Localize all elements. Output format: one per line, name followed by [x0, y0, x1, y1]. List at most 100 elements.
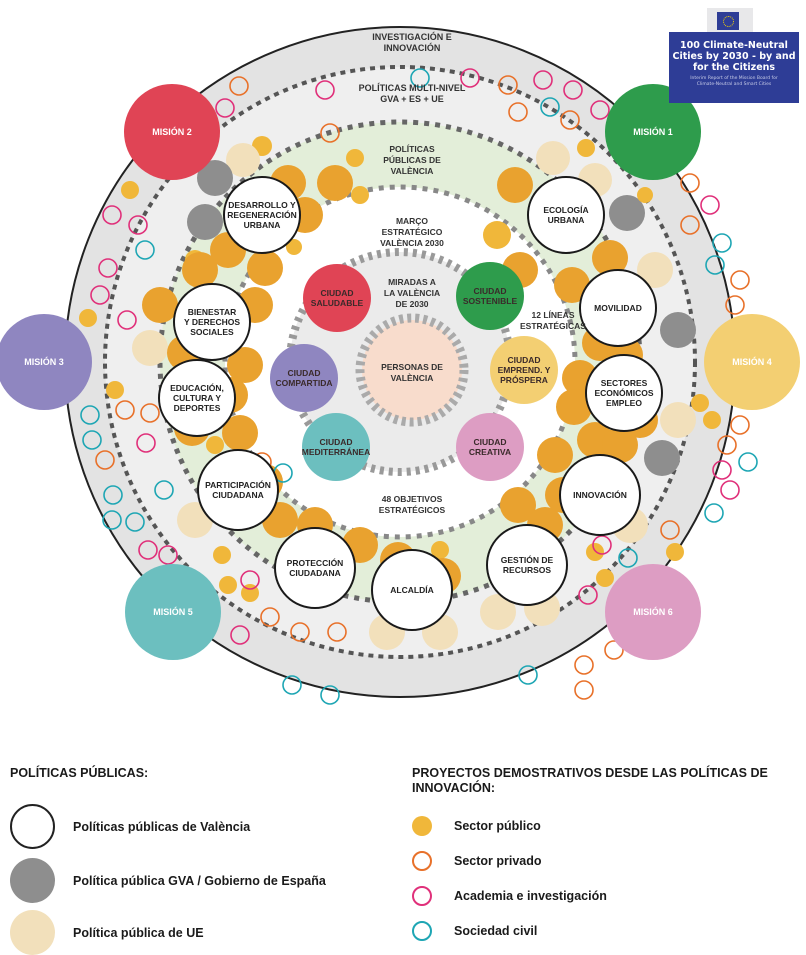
public-sector-project-dot — [691, 394, 709, 412]
public-sector-project-dot — [121, 181, 139, 199]
academia-project-ring — [590, 100, 610, 120]
legend-public-policies: POLÍTICAS PÚBLICAS: Políticas públicas d… — [10, 766, 390, 955]
public-sector-project-dot — [537, 437, 573, 473]
policy-label: SECTORES — [601, 378, 648, 388]
public-sector-project-dot — [346, 149, 364, 167]
mirada-circles: CIUDADSALUDABLECIUDADSOSTENIBLECIUDADCOM… — [270, 262, 558, 481]
mission-label: MISIÓN 3 — [24, 356, 64, 367]
civil-society-project-ring — [103, 485, 123, 505]
legend-item-valencia: Políticas públicas de València — [10, 804, 250, 849]
academia-project-ring — [592, 535, 612, 555]
policy-circle-shape — [223, 176, 301, 254]
academia-project-ring — [578, 585, 598, 605]
lineas-label-1: 12 LÍNEAS — [532, 310, 575, 320]
policy-label: INNOVACIÓN — [573, 489, 627, 500]
teal-ring-icon — [412, 921, 432, 941]
mission-circle-shape — [124, 84, 220, 180]
academia-project-ring — [240, 570, 260, 590]
policy-label: SOCIALES — [190, 327, 234, 337]
mission-circle: MISIÓN 2 — [124, 84, 220, 180]
mission-label: MISIÓN 1 — [633, 126, 673, 137]
academia-project-ring — [102, 205, 122, 225]
outer-ring-label-2: INNOVACIÓN — [384, 42, 441, 53]
public-sector-project-dot — [222, 415, 258, 451]
multilevel-label-1: POLÍTICAS MULTI-NIVEL — [359, 83, 466, 93]
mirada-circle-shape — [490, 336, 558, 404]
private-sector-project-ring — [680, 173, 700, 193]
center-people — [362, 320, 462, 420]
civil-society-project-ring — [80, 405, 100, 425]
academia-project-ring — [315, 80, 335, 100]
policy-label: EDUCACIÓN, — [170, 382, 224, 393]
marco-label-1: MARÇO — [396, 216, 428, 226]
gva-policy-circle — [660, 312, 696, 348]
mirada-label: CREATIVA — [469, 447, 511, 457]
mission-circle: MISIÓN 5 — [125, 564, 221, 660]
civil-society-project-ring — [82, 430, 102, 450]
private-sector-project-ring — [290, 622, 310, 642]
policy-label: PROTECCIÓN — [287, 557, 344, 568]
policy-circle-shape — [158, 359, 236, 437]
mirada-circle-shape — [456, 413, 524, 481]
mirada-label: CIUDAD — [507, 355, 540, 365]
policy-label: Y DERECHOS — [184, 317, 240, 327]
private-sector-project-ring — [680, 215, 700, 235]
policy-circle-shape — [274, 527, 356, 609]
legend-label: Academia e investigación — [454, 889, 607, 903]
civil-society-project-ring — [410, 68, 430, 88]
public-sector-project-dot — [586, 543, 604, 561]
marco-label-3: VALÈNCIA 2030 — [380, 238, 444, 248]
pink-ring-icon — [412, 886, 432, 906]
civil-society-project-ring — [704, 503, 724, 523]
mirada-label: CIUDAD — [320, 288, 353, 298]
private-sector-project-ring — [260, 607, 280, 627]
legend-item-eu: Política pública de UE — [10, 910, 204, 955]
policy-circle: MOVILIDAD — [579, 269, 657, 347]
private-sector-project-ring — [660, 520, 680, 540]
miradas-label-3: DE 2030 — [395, 299, 428, 309]
objetivos-label-1: 48 OBJETIVOS — [382, 494, 443, 504]
private-sector-project-ring — [574, 655, 594, 675]
policy-label: ECOLOGÍA — [543, 205, 588, 215]
white-circle-icon — [10, 804, 55, 849]
legend-item-civil-society: Sociedad civil — [412, 921, 537, 941]
public-sector-project-dot — [182, 252, 218, 288]
academia-project-ring — [460, 68, 480, 88]
mission-label: MISIÓN 4 — [732, 356, 772, 367]
policy-label: ECONÓMICOS — [594, 387, 653, 398]
public-sector-project-dot — [666, 543, 684, 561]
mirada-label: CIUDAD — [473, 286, 506, 296]
public-sector-project-dot — [431, 541, 449, 559]
policy-label: DESARROLLO Y — [228, 200, 296, 210]
public-sector-project-dot — [227, 347, 263, 383]
report-title-line: 100 Climate-Neutral — [680, 40, 788, 51]
mirada-label: COMPARTIDA — [276, 378, 333, 388]
mission-label: MISIÓN 2 — [152, 126, 192, 137]
private-sector-project-ring — [115, 400, 135, 420]
mission-circle-shape — [605, 84, 701, 180]
eu-policy-circle — [536, 141, 570, 175]
objetivos-label-2: ESTRATÉGICOS — [379, 505, 446, 515]
policy-label: GESTIÓN DE — [501, 554, 554, 565]
civil-society-project-ring — [125, 512, 145, 532]
academia-project-ring — [158, 545, 178, 565]
orange-ring-icon — [412, 851, 432, 871]
miradas-label-2: LA VALÈNCIA — [384, 288, 440, 298]
civil-society-project-ring — [320, 685, 340, 705]
civil-society-project-ring — [618, 548, 638, 568]
eu-policy-circle — [132, 330, 168, 366]
legend-label: Sector privado — [454, 854, 542, 868]
academia-project-ring — [215, 98, 235, 118]
private-sector-project-ring — [327, 622, 347, 642]
legend-right-title-line: PROYECTOS DEMOSTRATIVOS DESDE LAS POLÍTI… — [412, 766, 768, 780]
policy-circle: INNOVACIÓN — [559, 454, 641, 536]
civil-society-project-ring — [154, 480, 174, 500]
civil-society-project-ring — [282, 675, 302, 695]
public-sector-project-dot — [602, 427, 638, 463]
mirada-label: CIUDAD — [319, 437, 352, 447]
policy-circle-shape — [579, 269, 657, 347]
public-sector-project-dot — [106, 381, 124, 399]
